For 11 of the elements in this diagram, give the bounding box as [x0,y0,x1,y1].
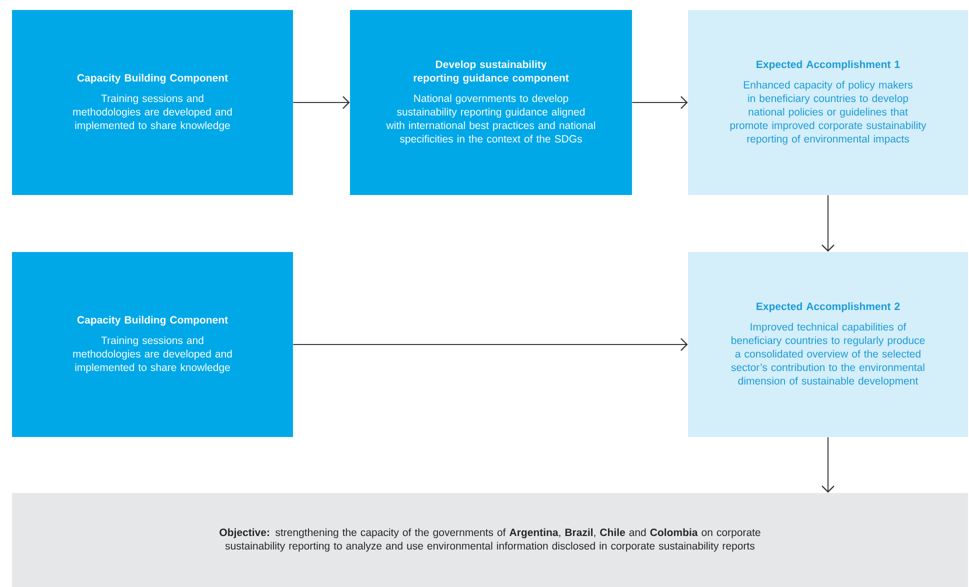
outcome-box: Expected Accomplishment 1 Enhanced capacity of policy makers in beneficiary countries to develop national policies or guidelines that promote improved corporate sustainability reporting of environmental impacts [688,10,968,195]
outcome-box: Expected Accomplishment 2 Improved technical capabilities of beneficiary countries to regularly produce a consolidated overview of the selected sector’s contribution to the environmental dimension of sustainable development [688,252,968,437]
process-box: Capacity Building Component Training sessions and methodologies are developed and implemented to share knowledge [12,252,293,437]
process-box: Capacity Building Component Training sessions and methodologies are developed and implemented to share knowledge [12,10,293,195]
arrow [292,338,688,351]
arrow [822,436,834,493]
process-box: Develop sustainability reporting guidance component National governments to develop sustainability reporting guidance aligned with international best practices and national specificities in the context of the SDGs [350,10,632,195]
objective-band: Objective: strengthening the capacity of the governments of Argentina, Brazil, Chile and Colombia on corporate sustainability reporting to analyze and use environmental information disclosed in corporate sustainability reports [12,493,968,587]
arrow [822,194,834,252]
arrow [292,96,350,109]
arrow [632,96,688,109]
